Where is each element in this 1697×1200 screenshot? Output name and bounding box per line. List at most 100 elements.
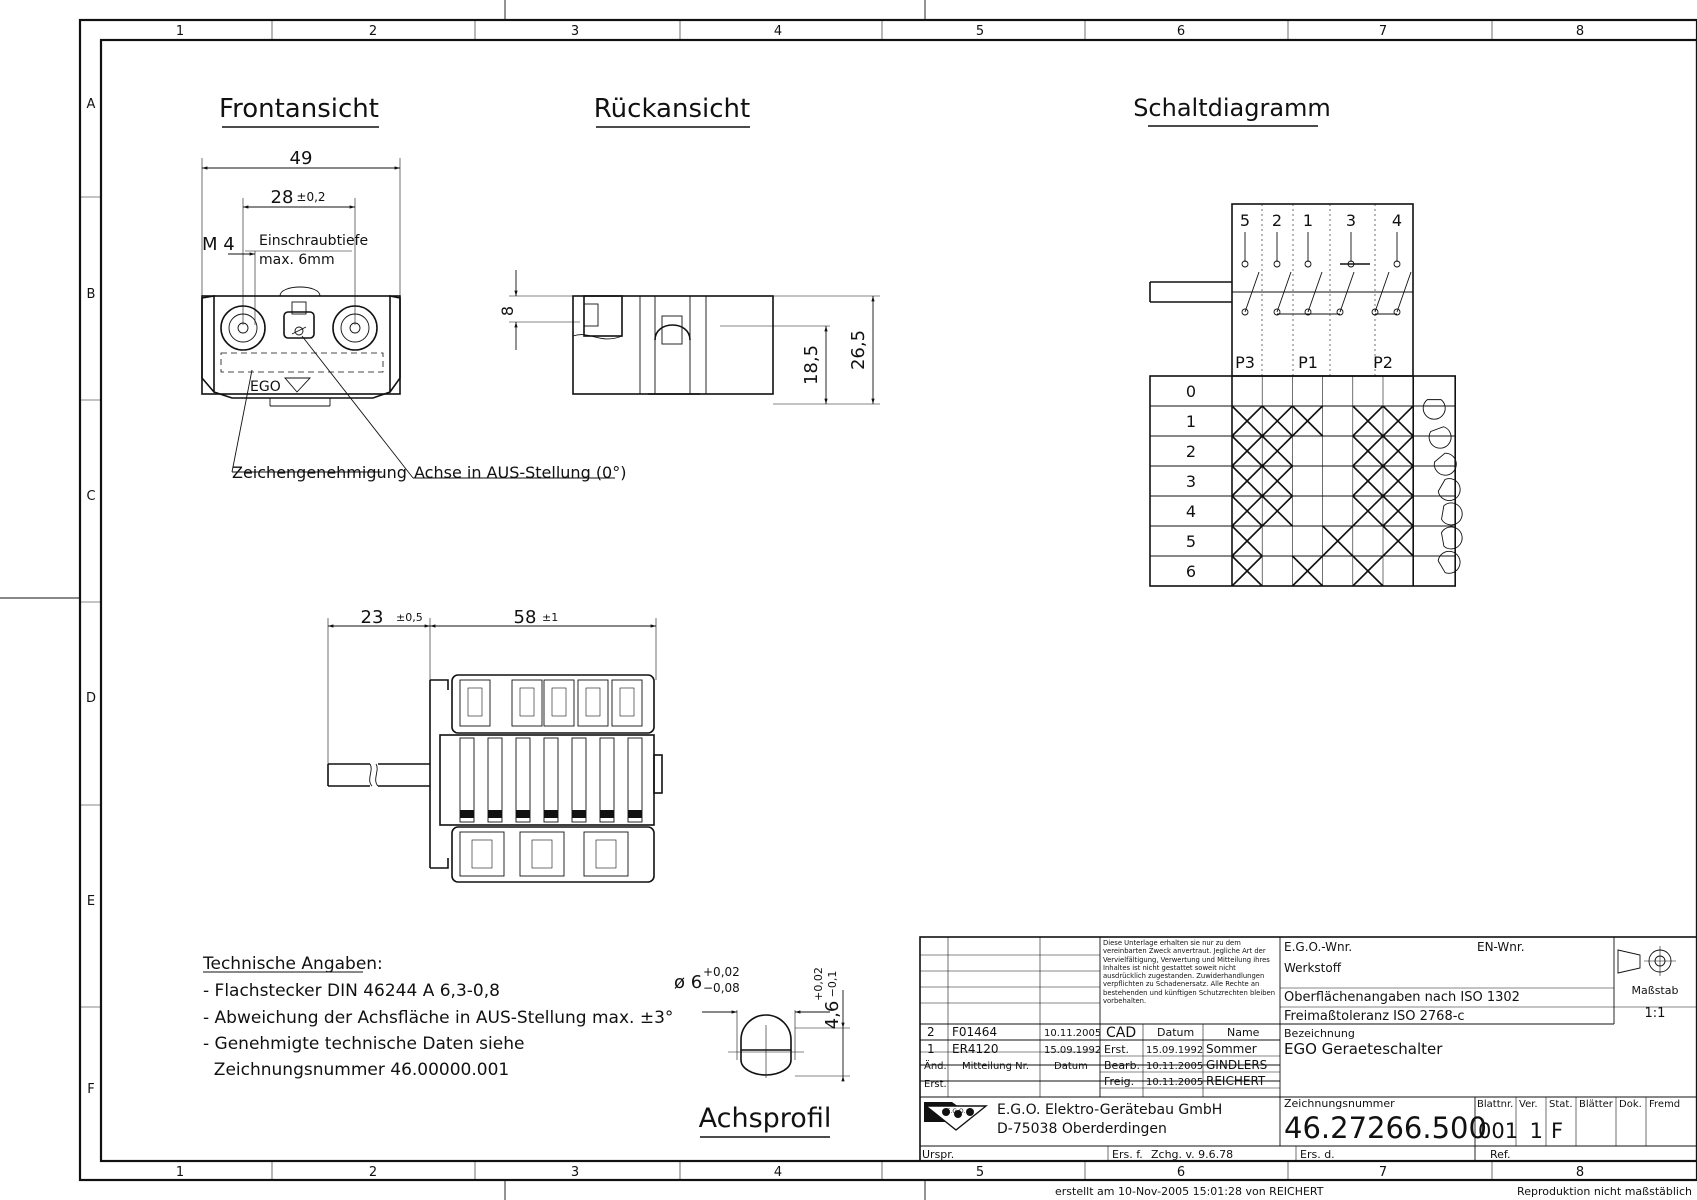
front-view: 49 28 ±0,2 M 4 Einschraubtiefe max. 6mm … (201, 148, 626, 482)
frame-col-top-3: 3 (571, 24, 579, 39)
callout-axis: Achse in AUS-Stellung (0°) (414, 463, 626, 482)
blaetter-label: Blätter (1579, 1099, 1614, 1110)
depth-label-1: Einschraubtiefe (259, 233, 368, 249)
brand-ego: EGO (250, 379, 281, 395)
bearb-role: Bearb. (1104, 1059, 1140, 1072)
back-view: 8 18,5 26,5 (498, 270, 880, 405)
blatt-value: 001 (1478, 1119, 1518, 1143)
frame-row-A: A (87, 97, 96, 112)
profile-dia: ø 6 (674, 972, 702, 993)
footer-created: erstellt am 10-Nov-2005 15:01:28 von REI… (1055, 1185, 1324, 1198)
tech-line-1: - Flachstecker DIN 46244 A 6,3-0,8 (203, 981, 500, 1001)
tol-28: ±0,2 (296, 190, 325, 204)
frame-col-bottom-6: 6 (1177, 1165, 1185, 1180)
ers-d-label: Ers. d. (1300, 1148, 1335, 1161)
en-wnr-label: EN-Wnr. (1477, 940, 1525, 954)
ver-label: Ver. (1519, 1099, 1538, 1110)
col-name: Name (1227, 1026, 1260, 1039)
projection-symbol-icon (1617, 946, 1676, 976)
dim-28: 28 (271, 187, 294, 208)
axis-indicator-4 (1441, 502, 1463, 526)
thread-m4: M 4 (202, 234, 235, 255)
bearb-name: GINDLERS (1206, 1058, 1267, 1072)
title-frontansicht: Frontansicht (219, 94, 379, 124)
notice-text: Diese Unterlage erhalten sie nur zu dem … (1103, 939, 1276, 1006)
group-P2: P2 (1373, 353, 1393, 372)
footer-repro: Reproduktion nicht maßstäblich (1517, 1185, 1692, 1198)
lower-contact-1 (519, 831, 565, 877)
profile-tol-up: +0,02 (703, 965, 740, 979)
rev-header-idx: Änd. (924, 1059, 947, 1072)
freig-date: 10.11.2005 (1146, 1077, 1203, 1088)
tech-line-2: - Abweichung der Achsfläche in AUS-Stell… (203, 1008, 673, 1028)
terminal-5: 5 (1240, 211, 1250, 230)
notice-box: Diese Unterlage erhalten sie nur zu dem … (1103, 939, 1276, 1006)
depth-label-2: max. 6mm (259, 252, 335, 268)
matrix-border (1149, 375, 1457, 587)
rev-2-date: 10.11.2005 (1044, 1028, 1101, 1039)
frame-col-top-5: 5 (976, 24, 984, 39)
blatt-label: Blattnr. (1477, 1099, 1513, 1110)
lower-contact-2 (583, 831, 629, 877)
scale-value: 1:1 (1645, 1006, 1666, 1021)
position-5: 5 (1186, 532, 1196, 551)
terminal-3: 3 (1346, 211, 1356, 230)
freig-name: REICHERT (1206, 1074, 1266, 1088)
company-name: E.G.O. Elektro-Gerätebau GmbH (997, 1102, 1222, 1118)
title-achsprofil: Achsprofil (699, 1103, 832, 1134)
tol-23: ±0,5 (396, 611, 423, 624)
dim-26-5: 26,5 (848, 330, 869, 370)
terminal-2: 2 (1272, 211, 1282, 230)
ref-label: Ref. (1490, 1148, 1511, 1161)
rev-header-date: Datum (1054, 1061, 1088, 1072)
terminal-contact-4 (1393, 260, 1401, 268)
urspr-label: Urspr. (922, 1148, 954, 1161)
erst-role: Erst. (1104, 1043, 1129, 1056)
bearb-date: 10.11.2005 (1146, 1061, 1203, 1072)
frame-col-bottom-1: 1 (176, 1165, 184, 1180)
dim-23: 23 (361, 607, 384, 628)
frame-row-D: D (86, 691, 96, 706)
frame-col-bottom-3: 3 (571, 1165, 579, 1180)
drawing-no-label: Zeichnungsnummer (1284, 1097, 1395, 1110)
upper-contact-3 (577, 679, 609, 727)
erst-date: 15.09.1992 (1146, 1045, 1203, 1056)
terminal-contact-2 (1273, 260, 1281, 268)
surface-spec: Oberflächenangaben nach ISO 1302 (1284, 990, 1520, 1005)
upper-contact-2 (543, 679, 575, 727)
frame-row-E: E (87, 894, 95, 909)
position-2: 2 (1186, 442, 1196, 461)
bezeichnung-value: EGO Geraeteschalter (1284, 1040, 1443, 1058)
callout-approval: Zeichengenehmigung (232, 463, 407, 482)
title-block: Diese Unterlage erhalten sie nur zu dem … (919, 936, 1697, 1162)
stat-value: F (1551, 1119, 1563, 1143)
position-6: 6 (1186, 562, 1196, 581)
tech-line-4: Zeichnungsnummer 46.00000.001 (203, 1060, 509, 1080)
col-datum: Datum (1157, 1026, 1194, 1039)
frame-col-bottom-2: 2 (369, 1165, 377, 1180)
ver-value: 1 (1530, 1119, 1543, 1143)
bezeichnung-label: Bezeichnung (1284, 1027, 1355, 1040)
view-titles: Frontansicht Rückansicht Schaltdiagramm … (219, 94, 1331, 1138)
tol-58: ±1 (542, 611, 558, 624)
axis-indicator-0 (1422, 399, 1446, 420)
freig-role: Freig. (1104, 1075, 1134, 1088)
axis-profile: ø 6 +0,02 −0,08 4,6 +0,02 −0,1 (674, 965, 850, 1082)
lower-contact-0 (459, 831, 505, 877)
werkstoff-label: Werkstoff (1284, 961, 1342, 975)
dim-49: 49 (290, 148, 313, 169)
axis-indicator-1 (1428, 426, 1452, 449)
title-schaltdiagramm: Schaltdiagramm (1133, 94, 1331, 122)
dim-58: 58 (514, 607, 537, 628)
rev-header-msg: Mitteilung Nr. (962, 1061, 1029, 1072)
drawing-number: 46.27266.500 (1284, 1111, 1487, 1145)
rev-2-idx: 2 (927, 1025, 935, 1039)
frame-row-C: C (86, 489, 95, 504)
frame-col-top-6: 6 (1177, 24, 1185, 39)
ego-wnr-label: E.G.O.-Wnr. (1284, 940, 1352, 954)
frame-col-bottom-7: 7 (1379, 1165, 1387, 1180)
logo-text: E.G.O. (947, 1108, 966, 1115)
